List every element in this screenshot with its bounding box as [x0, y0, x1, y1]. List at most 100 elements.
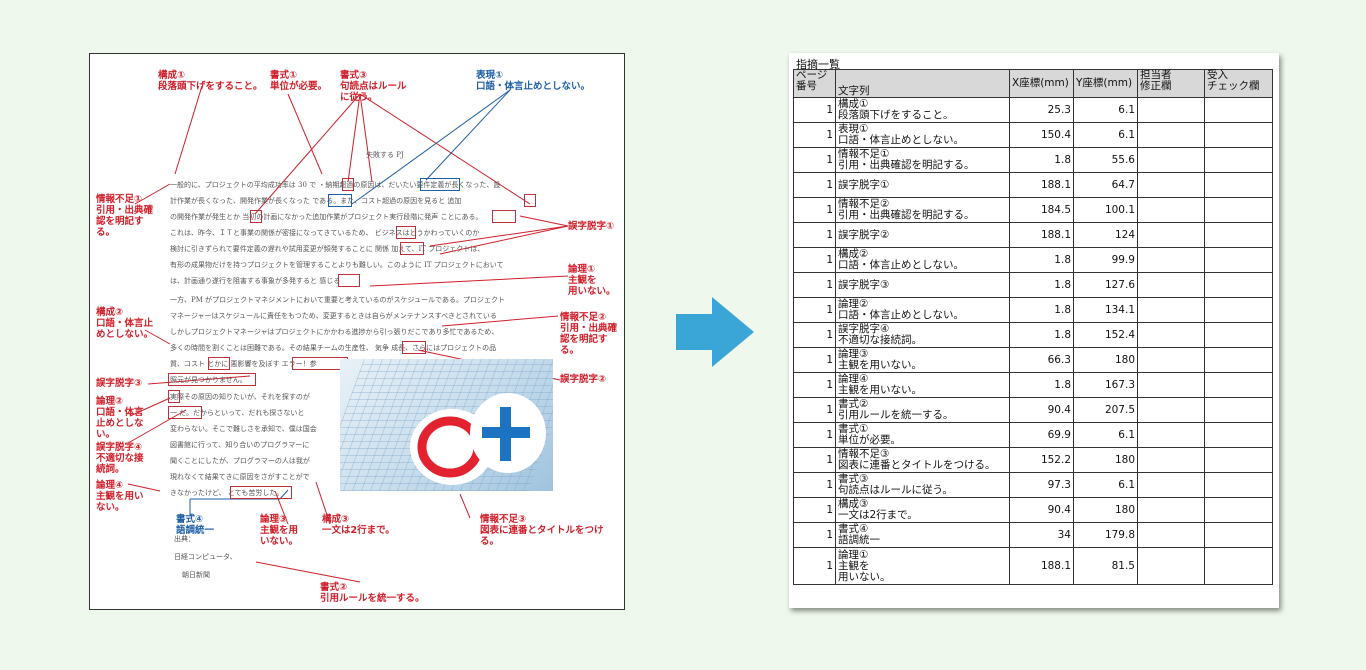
cell-text: 誤字脱字④ 不適切な接続詞。	[835, 322, 1010, 348]
body-line: 計作業が長くなった、開発作業が長くなった である。また、コスト超過の原因を見ると…	[170, 197, 462, 205]
error-mark	[400, 242, 424, 255]
issue-list-title: 指摘一覧	[796, 58, 840, 71]
cell-text: 情報不足② 引用・出典確認を明記する。	[835, 197, 1010, 223]
table-header-row: ページ 番号 文字列 X座標(mm) Y座標(mm) 担当者 修正欄 受入 チェ…	[793, 69, 1273, 98]
cell-acceptance-check[interactable]	[1204, 522, 1273, 548]
cell-assignee-edit[interactable]	[1137, 497, 1205, 523]
error-mark	[250, 210, 262, 223]
cell-acceptance-check[interactable]	[1204, 297, 1273, 323]
cell-page: 1	[793, 97, 836, 123]
cell-acceptance-check[interactable]	[1204, 497, 1273, 523]
cell-assignee-edit[interactable]	[1137, 547, 1205, 585]
cell-y: 55.6	[1073, 147, 1138, 173]
cell-assignee-edit[interactable]	[1137, 197, 1205, 223]
header-page-number: ページ 番号	[793, 69, 836, 98]
annotation-typo-3: 誤字脱字③	[96, 378, 143, 389]
cell-acceptance-check[interactable]	[1204, 422, 1273, 448]
cell-assignee-edit[interactable]	[1137, 272, 1205, 298]
annotation-typo-2: 誤字脱字②	[560, 374, 607, 385]
header-y: Y座標(mm)	[1073, 69, 1138, 98]
cell-acceptance-check[interactable]	[1204, 197, 1273, 223]
annotation-format-4: 書式④ 語調統一	[176, 514, 215, 536]
cell-assignee-edit[interactable]	[1137, 297, 1205, 323]
cell-acceptance-check[interactable]	[1204, 272, 1273, 298]
error-mark	[168, 373, 256, 386]
cell-page: 1	[793, 347, 836, 373]
error-mark	[396, 226, 416, 239]
body-line: 有形の成果物だけを持つプロジェクトを管理することよりも難しい。このように IT …	[170, 261, 504, 269]
circle-cross-cards-icon	[410, 393, 546, 485]
annotation-info-missing-2: 情報不足② 引用・出典確 認を明記す る。	[560, 312, 618, 356]
cell-assignee-edit[interactable]	[1137, 247, 1205, 273]
cell-text: 構成② 口語・体言止めとしない。	[835, 247, 1010, 273]
cell-page: 1	[793, 147, 836, 173]
cell-assignee-edit[interactable]	[1137, 397, 1205, 423]
cell-y: 180	[1073, 347, 1138, 373]
cell-acceptance-check[interactable]	[1204, 122, 1273, 148]
cell-acceptance-check[interactable]	[1204, 447, 1273, 473]
cell-acceptance-check[interactable]	[1204, 322, 1273, 348]
cell-y: 167.3	[1073, 372, 1138, 398]
annotation-format-2: 書式② 引用ルールを統一する。	[320, 582, 425, 604]
cell-assignee-edit[interactable]	[1137, 222, 1205, 248]
body-line: 質、コスト とかに 悪影響を及ぼす エラー！参	[170, 360, 317, 368]
cell-x: 1.8	[1009, 372, 1074, 398]
cell-assignee-edit[interactable]	[1137, 347, 1205, 373]
body-line-left: 実際その原因の知りたいが、それを探すのが	[170, 393, 310, 401]
cell-assignee-edit[interactable]	[1137, 447, 1205, 473]
annotation-format-3: 書式③ 句読点はルール に従う。	[340, 70, 407, 103]
annotation-structure-3: 構成③ 一文は2行まで。	[322, 514, 395, 536]
body-line: しかしプロジェクトマネージャはプロジェクトにかかわる進捗から引っ張りだこであり多…	[170, 328, 499, 336]
cell-acceptance-check[interactable]	[1204, 247, 1273, 273]
cell-acceptance-check[interactable]	[1204, 222, 1273, 248]
header-x: X座標(mm)	[1009, 69, 1074, 98]
annotation-info-missing-1: 情報不足① 引用・出典確 認を明記す る。	[96, 194, 154, 238]
header-text: 文字列	[835, 69, 1010, 98]
cell-acceptance-check[interactable]	[1204, 347, 1273, 373]
cell-assignee-edit[interactable]	[1137, 147, 1205, 173]
right-arrow-icon	[676, 297, 754, 367]
annotation-structure-2: 構成② 口語・体言止 めとしない。	[96, 307, 154, 340]
cell-acceptance-check[interactable]	[1204, 147, 1273, 173]
cell-x: 1.8	[1009, 297, 1074, 323]
cell-acceptance-check[interactable]	[1204, 472, 1273, 498]
cell-x: 34	[1009, 522, 1074, 548]
cell-acceptance-check[interactable]	[1204, 172, 1273, 198]
cell-y: 207.5	[1073, 397, 1138, 423]
cell-acceptance-check[interactable]	[1204, 97, 1273, 123]
cell-x: 150.4	[1009, 122, 1074, 148]
cell-text: 書式③ 句読点はルールに従う。	[835, 472, 1010, 498]
cell-x: 188.1	[1009, 547, 1074, 585]
body-line: これは、昨今、ＩＴと事業の関係が密接になってきているため、 ビジネスはどうかわっ…	[170, 229, 480, 237]
cell-page: 1	[793, 272, 836, 298]
cell-x: 66.3	[1009, 347, 1074, 373]
cell-assignee-edit[interactable]	[1137, 472, 1205, 498]
cell-text: 書式① 単位が必要。	[835, 422, 1010, 448]
cell-assignee-edit[interactable]	[1137, 422, 1205, 448]
body-line: の開発作業が発生とか 当初の計画になかった追加作業がプロジェクト実行段階に発声 …	[170, 213, 483, 221]
cell-assignee-edit[interactable]	[1137, 97, 1205, 123]
cell-assignee-edit[interactable]	[1137, 522, 1205, 548]
cell-page: 1	[793, 497, 836, 523]
error-mark	[338, 274, 360, 287]
cell-assignee-edit[interactable]	[1137, 322, 1205, 348]
cell-x: 1.8	[1009, 272, 1074, 298]
expression-mark	[328, 194, 352, 207]
cell-acceptance-check[interactable]	[1204, 372, 1273, 398]
cell-assignee-edit[interactable]	[1137, 372, 1205, 398]
cell-acceptance-check[interactable]	[1204, 397, 1273, 423]
cell-page: 1	[793, 447, 836, 473]
cell-assignee-edit[interactable]	[1137, 172, 1205, 198]
cell-text: 情報不足① 引用・出典確認を明記する。	[835, 147, 1010, 173]
cell-assignee-edit[interactable]	[1137, 122, 1205, 148]
source-item: 朝日新聞	[182, 571, 210, 579]
error-mark	[230, 486, 292, 499]
cell-acceptance-check[interactable]	[1204, 547, 1273, 585]
body-line-left: 図書館に行って、知り合いのプログラマーに	[170, 441, 310, 449]
